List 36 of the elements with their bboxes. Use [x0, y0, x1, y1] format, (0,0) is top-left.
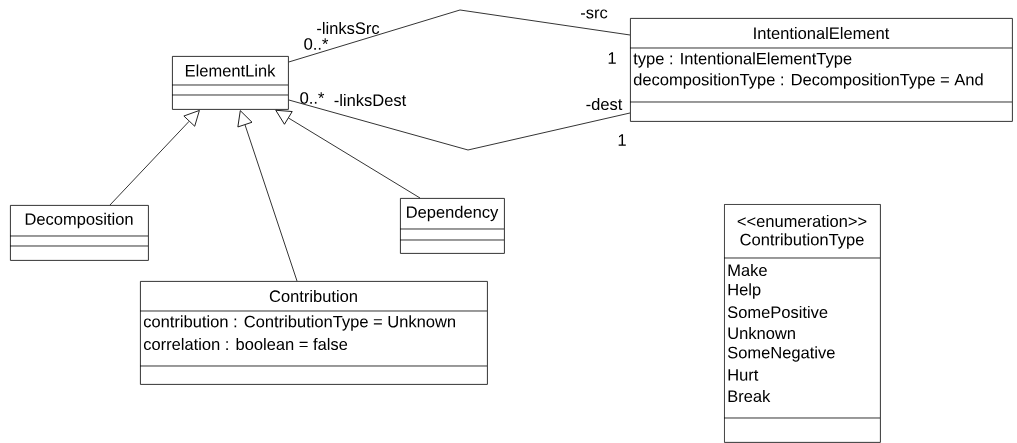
attribute-text: Unknown	[728, 326, 795, 340]
attribute-text: Break	[728, 389, 771, 403]
association-line	[288, 9, 631, 63]
attribute-text: Hurt	[728, 369, 759, 381]
class-name: ContributionType	[740, 233, 864, 249]
attribute-text: contribution : ContributionType = Unknown	[143, 315, 455, 331]
role-label: 0..*	[300, 92, 325, 104]
role-label: -src	[581, 9, 608, 19]
generalization-arrow	[275, 109, 421, 199]
class-box	[9, 205, 149, 261]
role-label: -linksDest	[334, 93, 407, 107]
class-box	[171, 56, 289, 110]
class-name: Contribution	[269, 289, 357, 303]
generalization-arrow	[237, 110, 298, 282]
attribute-text: SomePositive	[727, 305, 828, 319]
attribute-text: Help	[728, 283, 761, 299]
class-box	[723, 204, 881, 443]
class-name: Dependency	[407, 205, 499, 222]
class-name: Decomposition	[25, 212, 133, 229]
class-box	[629, 18, 1013, 122]
attribute-text: SomeNegative	[727, 346, 835, 362]
class-box	[139, 281, 488, 385]
role-label: 0..*	[304, 38, 329, 50]
role-label: 1	[618, 134, 626, 146]
class-box	[399, 198, 505, 254]
attribute-text: correlation : boolean = false	[143, 337, 348, 351]
association-line	[288, 99, 631, 151]
class-name: IntentionalElement	[754, 26, 890, 40]
role-label: -dest	[586, 97, 623, 111]
role-label: -linksSrc	[317, 21, 380, 35]
class-name: ElementLink	[185, 64, 276, 77]
attribute-text: decompositionType : DecompositionType = And	[633, 73, 983, 89]
class-name: <<enumeration>>	[737, 214, 867, 228]
attribute-text: Make	[728, 263, 767, 277]
generalization-arrow	[109, 110, 200, 206]
attribute-text: type : IntentionalElementType	[633, 52, 852, 68]
